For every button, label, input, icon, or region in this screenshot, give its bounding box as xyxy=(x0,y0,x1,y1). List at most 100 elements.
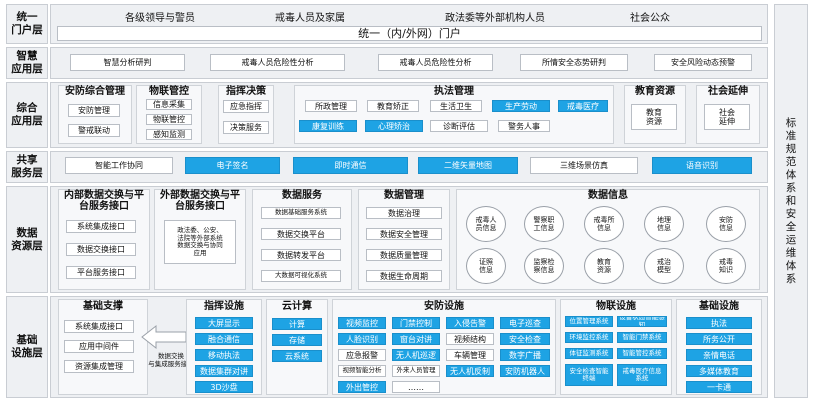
base-item-3[interactable]: 亲情电话 xyxy=(686,349,752,361)
law-item-5[interactable]: 戒毒医疗 xyxy=(558,100,608,112)
panel-base-title: 基础设施 xyxy=(699,301,739,312)
smart-item-1[interactable]: 智慧分析研判 xyxy=(70,54,185,71)
smart-item-3[interactable]: 戒毒人员危险性分析 xyxy=(378,54,493,71)
smart-item-5[interactable]: 安全风险动态预警 xyxy=(654,54,752,71)
law-item-3[interactable]: 生活卫生 xyxy=(430,100,482,112)
law-item-4[interactable]: 生产劳动 xyxy=(492,100,550,112)
command-item-1[interactable]: 应急指挥 xyxy=(223,100,269,113)
panel-command xyxy=(218,85,274,144)
shared-item-6[interactable]: 语音识别 xyxy=(652,157,752,174)
portal-user-detainees: 戒毒人员及家属 xyxy=(275,13,345,24)
info-item-6[interactable]: 证照 信息 xyxy=(466,248,506,284)
external-item-1[interactable]: 政法委、公安、 法院等外部系统 数据交换与协同 应用 xyxy=(164,220,236,264)
iot-item-7[interactable]: 安全检查智能 终端 xyxy=(565,364,613,386)
security-item-18[interactable]: …… xyxy=(392,381,440,393)
command-item-2[interactable]: 决策服务 xyxy=(223,121,269,134)
shared-item-2[interactable]: 电子签名 xyxy=(185,157,280,174)
smart-item-2[interactable]: 戒毒人员危险性分析 xyxy=(210,54,345,71)
infra-command-item-2[interactable]: 融合通信 xyxy=(195,333,253,345)
internal-item-2[interactable]: 数据交换接口 xyxy=(66,243,136,256)
security-item-13[interactable]: 视频智能分析 xyxy=(338,365,386,377)
compute-item-1[interactable]: 计算 xyxy=(272,318,322,330)
infra-command-item-4[interactable]: 数据集群对讲 xyxy=(195,365,253,377)
info-item-5[interactable]: 安防 信息 xyxy=(706,206,746,242)
infra-command-item-1[interactable]: 大屏显示 xyxy=(195,317,253,329)
security-item-10[interactable]: 无人机巡逻 xyxy=(392,349,440,361)
shared-item-5[interactable]: 三维场景仿真 xyxy=(530,157,638,174)
shared-item-1[interactable]: 智能工作协同 xyxy=(65,157,173,174)
management-item-3[interactable]: 数据质量管理 xyxy=(366,249,442,261)
security-item-15[interactable]: 无人机反制 xyxy=(446,365,494,377)
property-item-3[interactable]: 感知监测 xyxy=(146,129,192,140)
support-item-1[interactable]: 系统集成接口 xyxy=(64,320,134,333)
security-item-6[interactable]: 窗台对讲 xyxy=(392,333,440,345)
service-item-3[interactable]: 数据转发平台 xyxy=(261,249,341,261)
base-item-4[interactable]: 多媒体教育 xyxy=(686,365,752,377)
shared-item-4[interactable]: 二维矢量地图 xyxy=(418,157,518,174)
internal-item-3[interactable]: 平台服务接口 xyxy=(66,266,136,279)
security-item-12[interactable]: 数字广播 xyxy=(500,349,550,361)
support-item-2[interactable]: 应用中间件 xyxy=(64,340,134,353)
law-item-9[interactable]: 警务人事 xyxy=(498,120,550,132)
law-item-1[interactable]: 所政管理 xyxy=(305,100,357,112)
unified-portal-bar[interactable]: 统一（内/外网）门户 xyxy=(57,26,762,41)
security-item-9[interactable]: 应急报警 xyxy=(338,349,386,361)
safety-item-2[interactable]: 警戒联动 xyxy=(68,124,120,137)
info-item-2[interactable]: 警察职 工信息 xyxy=(524,206,564,242)
iot-item-2[interactable]: 设备状态智能感知 xyxy=(617,316,667,327)
management-item-1[interactable]: 数据治理 xyxy=(366,207,442,219)
panel-infra-command xyxy=(186,299,262,395)
info-item-10[interactable]: 戒毒 知识 xyxy=(706,248,746,284)
internal-item-1[interactable]: 系统集成接口 xyxy=(66,220,136,233)
info-item-9[interactable]: 戒治 模型 xyxy=(644,248,684,284)
security-item-1[interactable]: 视频监控 xyxy=(338,317,386,329)
security-item-8[interactable]: 安全检查 xyxy=(500,333,550,345)
social-item[interactable]: 社会 延伸 xyxy=(704,104,750,130)
panel-internal-title: 内部数据交换与平 台服务接口 xyxy=(64,190,144,212)
law-item-7[interactable]: 心理矫治 xyxy=(365,120,423,132)
info-item-1[interactable]: 戒毒人 员信息 xyxy=(466,206,506,242)
panel-external-title: 外部数据交换与平 台服务接口 xyxy=(160,190,240,212)
security-item-16[interactable]: 安防机器人 xyxy=(500,365,550,377)
compute-item-2[interactable]: 存储 xyxy=(272,334,322,346)
iot-item-3[interactable]: 环境监控系统 xyxy=(565,332,613,343)
info-item-7[interactable]: 监察检 察信息 xyxy=(524,248,564,284)
shared-item-3[interactable]: 即时通信 xyxy=(293,157,408,174)
security-item-4[interactable]: 电子巡查 xyxy=(500,317,550,329)
security-item-11[interactable]: 车辆管理 xyxy=(446,349,494,361)
edu-item[interactable]: 教育 资源 xyxy=(631,104,677,130)
base-item-2[interactable]: 所务公开 xyxy=(686,333,752,345)
iot-item-1[interactable]: 位置管理系统 xyxy=(565,316,613,327)
service-item-1[interactable]: 数据基础服务系统 xyxy=(261,207,341,219)
security-item-3[interactable]: 入侵告警 xyxy=(446,317,494,329)
infra-command-item-5[interactable]: 3D沙盘 xyxy=(195,381,253,393)
info-item-8[interactable]: 教育 资源 xyxy=(584,248,624,284)
iot-item-5[interactable]: 体征监测系统 xyxy=(565,348,613,359)
security-item-17[interactable]: 外出管控 xyxy=(338,381,386,393)
iot-item-8[interactable]: 戒毒医疗信息 系统 xyxy=(617,364,667,386)
info-item-3[interactable]: 戒毒所 信息 xyxy=(584,206,624,242)
security-item-7[interactable]: 视频结构 xyxy=(446,333,494,345)
base-item-1[interactable]: 执法 xyxy=(686,317,752,329)
info-item-4[interactable]: 地理 信息 xyxy=(644,206,684,242)
safety-item-1[interactable]: 安防管理 xyxy=(68,104,120,117)
law-item-8[interactable]: 诊断评估 xyxy=(430,120,488,132)
property-item-1[interactable]: 信息采集 xyxy=(146,99,192,110)
law-item-2[interactable]: 教育矫正 xyxy=(367,100,419,112)
iot-item-6[interactable]: 智能管控系统 xyxy=(617,348,667,359)
infra-command-item-3[interactable]: 移动执法 xyxy=(195,349,253,361)
support-item-3[interactable]: 资源集成管理 xyxy=(64,360,134,373)
service-item-4[interactable]: 大数据可视化系统 xyxy=(261,270,341,282)
management-item-4[interactable]: 数据生命周期 xyxy=(366,270,442,282)
security-item-2[interactable]: 门禁控制 xyxy=(392,317,440,329)
management-item-2[interactable]: 数据安全管理 xyxy=(366,228,442,240)
property-item-2[interactable]: 物联管控 xyxy=(146,114,192,125)
security-item-14[interactable]: 外来人员管理 xyxy=(392,365,440,377)
service-item-2[interactable]: 数据交换平台 xyxy=(261,228,341,240)
base-item-5[interactable]: 一卡通 xyxy=(686,381,752,393)
security-item-5[interactable]: 人脸识别 xyxy=(338,333,386,345)
smart-item-4[interactable]: 所情安全态势研判 xyxy=(520,54,628,71)
compute-item-3[interactable]: 云系统 xyxy=(272,350,322,362)
law-item-6[interactable]: 康复训练 xyxy=(299,120,357,132)
iot-item-4[interactable]: 智能门禁系统 xyxy=(617,332,667,343)
